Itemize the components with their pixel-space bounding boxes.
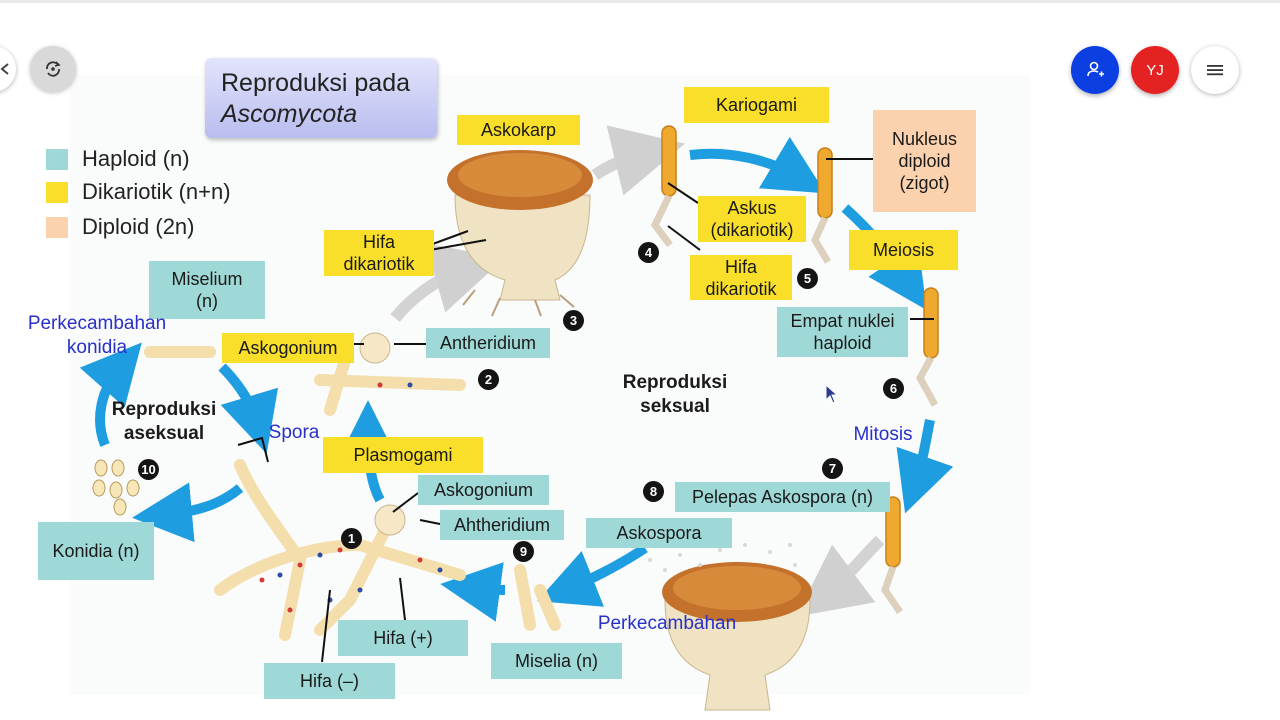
label-plasmogami: Plasmogami [323,437,483,473]
label-empat-nuklei: Empat nuklei haploid [777,307,908,357]
legend-diploid: Diploid (2n) [46,214,195,240]
sync-button[interactable] [30,46,76,92]
label-meiosis: Meiosis [849,230,958,270]
mouse-pointer-icon [825,384,839,404]
top-border [0,0,1280,3]
text-perkecambahan-konidia: Perkecambahan konidia [27,313,167,358]
label-antheridium: Antheridium [426,328,550,358]
label-askogonium-top: Askogonium [222,333,354,363]
text-spora: Spora [268,422,320,443]
label-ahtheridium: Ahtheridium [440,510,564,540]
cycle-arrows [79,136,954,622]
legend-swatch [46,216,68,238]
label-hifa-minus: Hifa (–) [264,663,395,699]
label-askus: Askus (dikariotik) [698,196,806,242]
label-hifa-dikariotik-right: Hifa dikariotik [690,255,792,300]
step-4: 4 [638,242,659,263]
label-kariogami: Kariogami [684,87,829,123]
label-hifa-plus: Hifa (+) [338,620,468,656]
label-konidia: Konidia (n) [38,522,154,580]
legend-label: Diploid (2n) [82,214,195,239]
text-reproduksi-aseksual: Reproduksi aseksual [111,399,217,444]
title-line-1: Reproduksi pada [221,69,411,97]
step-6: 6 [883,378,904,399]
label-nukleus-diploid: Nukleus diploid (zigot) [873,110,976,212]
back-button[interactable] [0,46,16,92]
hamburger-menu-icon [1207,65,1223,76]
step-10: 10 [138,459,159,480]
legend-dikariotik: Dikariotik (n+n) [46,179,231,205]
arrow-left-icon [0,63,9,75]
add-person-button[interactable] [1071,46,1119,94]
label-askokarp: Askokarp [457,115,580,145]
diagram-title: Reproduksi pada Ascomycota [205,58,437,138]
label-hifa-dikariotik-left: Hifa dikariotik [324,230,434,276]
askokarp-body [447,150,593,317]
step-9: 9 [513,541,534,562]
text-mitosis: Mitosis [853,424,913,445]
text-reproduksi-seksual: Reproduksi seksual [622,372,728,417]
label-askospora: Askospora [586,518,732,548]
title-line-2: Ascomycota [221,100,358,128]
label-miselia: Miselia (n) [491,643,622,679]
askokarp-body-bottom [662,562,812,711]
label-askogonium-bottom: Askogonium [418,475,549,505]
avatar-initials: YJ [1146,61,1164,79]
step-7: 7 [822,458,843,479]
menu-button[interactable] [1191,46,1239,94]
user-avatar-button[interactable]: YJ [1131,46,1179,94]
legend-swatch [46,181,68,203]
label-pelepas-askospora: Pelepas Askospora (n) [675,482,890,512]
legend-swatch [46,148,68,170]
step-3: 3 [563,310,584,331]
legend-haploid: Haploid (n) [46,146,190,172]
legend-label: Haploid (n) [82,146,190,171]
step-2: 2 [478,369,499,390]
legend-label: Dikariotik (n+n) [82,179,231,204]
text-perkecambahan: Perkecambahan [597,613,737,634]
step-8: 8 [643,481,664,502]
step-5: 5 [797,268,818,289]
label-miselium: Miselium (n) [149,261,265,319]
sync-icon [46,61,61,77]
step-1: 1 [341,528,362,549]
add-person-icon [1087,61,1104,77]
